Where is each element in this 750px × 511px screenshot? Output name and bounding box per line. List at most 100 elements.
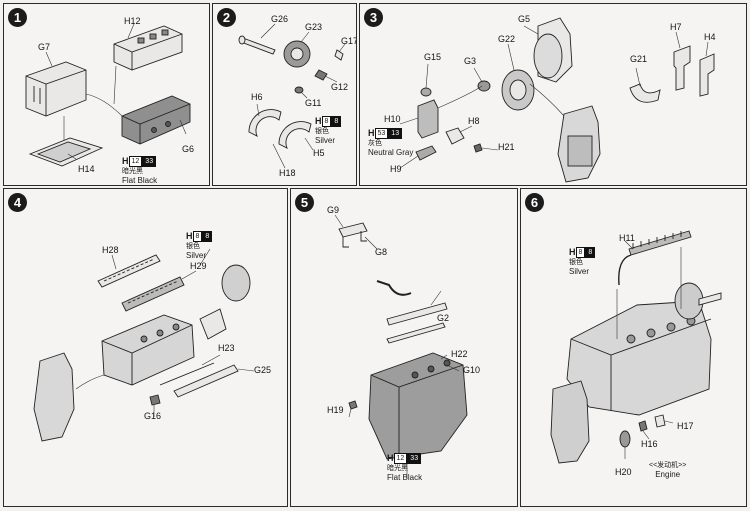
part-label: H5 xyxy=(313,148,325,158)
part-label: G6 xyxy=(182,144,195,154)
part-label: G25 xyxy=(254,365,272,375)
part-label: H6 xyxy=(251,92,263,102)
part-label: G10 xyxy=(463,365,481,375)
part-label: H20 xyxy=(615,467,632,477)
step-number: 1 xyxy=(8,8,27,27)
part-label: G8 xyxy=(375,247,388,257)
paint-code: 12 xyxy=(128,156,143,167)
paint-prefix: H xyxy=(186,231,193,241)
part-label: G11 xyxy=(305,98,322,108)
paint-code: 8 xyxy=(575,247,586,258)
engine-body-drawing xyxy=(101,314,195,386)
part-label: G22 xyxy=(498,34,516,44)
part-label: G26 xyxy=(271,14,289,24)
step-4-illustration xyxy=(33,248,255,442)
part-label: G23 xyxy=(305,22,323,32)
part-label: G12 xyxy=(331,82,349,92)
part-label: H17 xyxy=(677,421,694,431)
paint-name-cn: 暗光黑 xyxy=(122,168,143,175)
pipe-drawing xyxy=(376,280,412,296)
caption-cn: <<发动机>> xyxy=(649,462,687,469)
step-number: 4 xyxy=(8,193,27,212)
step-1-panel: 1 xyxy=(3,3,210,186)
step-number: 6 xyxy=(525,193,544,212)
cover-drawing xyxy=(221,264,251,302)
paint-name-cn: 暗光黑 xyxy=(387,465,408,472)
part-g21-drawing xyxy=(629,83,661,103)
paint-name-cn: 银色 xyxy=(569,259,583,266)
paint-code-alt: 8 xyxy=(331,116,342,127)
part-label: H28 xyxy=(102,245,119,255)
part-h11-drawing xyxy=(628,230,692,256)
part-h10-drawing xyxy=(417,99,439,139)
part-label: G21 xyxy=(630,54,648,64)
caption-en: Engine xyxy=(655,470,681,479)
part-h6-drawing xyxy=(248,109,282,137)
part-label: H10 xyxy=(384,114,401,124)
step-number: 3 xyxy=(364,8,383,27)
paint-prefix: H xyxy=(368,128,375,138)
part-label: G2 xyxy=(437,313,450,323)
paint-code-alt: 33 xyxy=(142,156,157,167)
step-5-illustration xyxy=(334,214,468,479)
paint-name-cn: 灰色 xyxy=(368,140,382,147)
step-2-panel: 2 G26 xyxy=(212,3,357,186)
part-g7-drawing xyxy=(25,61,87,117)
paint-name-en: Silver xyxy=(315,136,336,145)
paint-code: 53 xyxy=(374,128,389,139)
paint-code: 12 xyxy=(393,453,408,464)
engine-block-drawing xyxy=(368,352,468,460)
part-h4-drawing xyxy=(699,53,715,97)
paint-name-en: Flat Black xyxy=(122,176,158,185)
step-5-panel: 5 xyxy=(290,188,518,507)
paint-name-en: Silver xyxy=(186,251,207,260)
step-2-illustration xyxy=(238,23,346,169)
part-h28-drawing xyxy=(97,254,161,288)
accessory-drawing xyxy=(33,352,75,442)
part-label: H29 xyxy=(190,261,207,271)
part-label: G16 xyxy=(144,411,162,421)
paint-name-cn: 银色 xyxy=(186,243,200,250)
part-label: H23 xyxy=(218,343,235,353)
paint-code-alt: 33 xyxy=(407,453,422,464)
part-h12-drawing xyxy=(113,25,183,71)
paint-prefix: H xyxy=(315,116,322,126)
paint-code: 8 xyxy=(192,231,203,242)
part-label: G5 xyxy=(518,14,531,24)
paint-prefix: H xyxy=(569,247,576,257)
paint-name-cn: 银色 xyxy=(315,128,329,135)
part-h5-drawing xyxy=(278,121,312,149)
part-label: H4 xyxy=(704,32,716,42)
step-6-panel: 6 xyxy=(520,188,747,507)
part-label: G7 xyxy=(38,42,51,52)
part-label: G3 xyxy=(464,56,477,66)
part-g9-drawing xyxy=(338,222,368,238)
step-6-illustration xyxy=(550,230,722,464)
paint-name-en: Silver xyxy=(569,267,590,276)
part-label: H9 xyxy=(390,164,402,174)
part-g2-drawing xyxy=(386,302,448,326)
part-g26-drawing xyxy=(240,37,276,55)
part-label: G9 xyxy=(327,205,340,215)
part-label: H21 xyxy=(498,142,515,152)
step-1-illustration xyxy=(25,23,191,167)
step-3-panel: 3 xyxy=(359,3,747,186)
part-label: H19 xyxy=(327,405,344,415)
paint-prefix: H xyxy=(387,453,394,463)
step-number: 2 xyxy=(217,8,236,27)
step-3-illustration xyxy=(399,17,715,183)
part-label: H18 xyxy=(279,168,296,178)
paint-name-en: Neutral Gray xyxy=(368,148,414,157)
paint-name-en: Flat Black xyxy=(387,473,423,482)
part-label: H16 xyxy=(641,439,658,449)
part-label: H7 xyxy=(670,22,682,32)
engine-caption: <<发动机>> Engine xyxy=(649,461,686,479)
paint-prefix: H xyxy=(122,156,129,166)
part-h7-drawing xyxy=(673,45,691,91)
part-label: H22 xyxy=(451,349,468,359)
